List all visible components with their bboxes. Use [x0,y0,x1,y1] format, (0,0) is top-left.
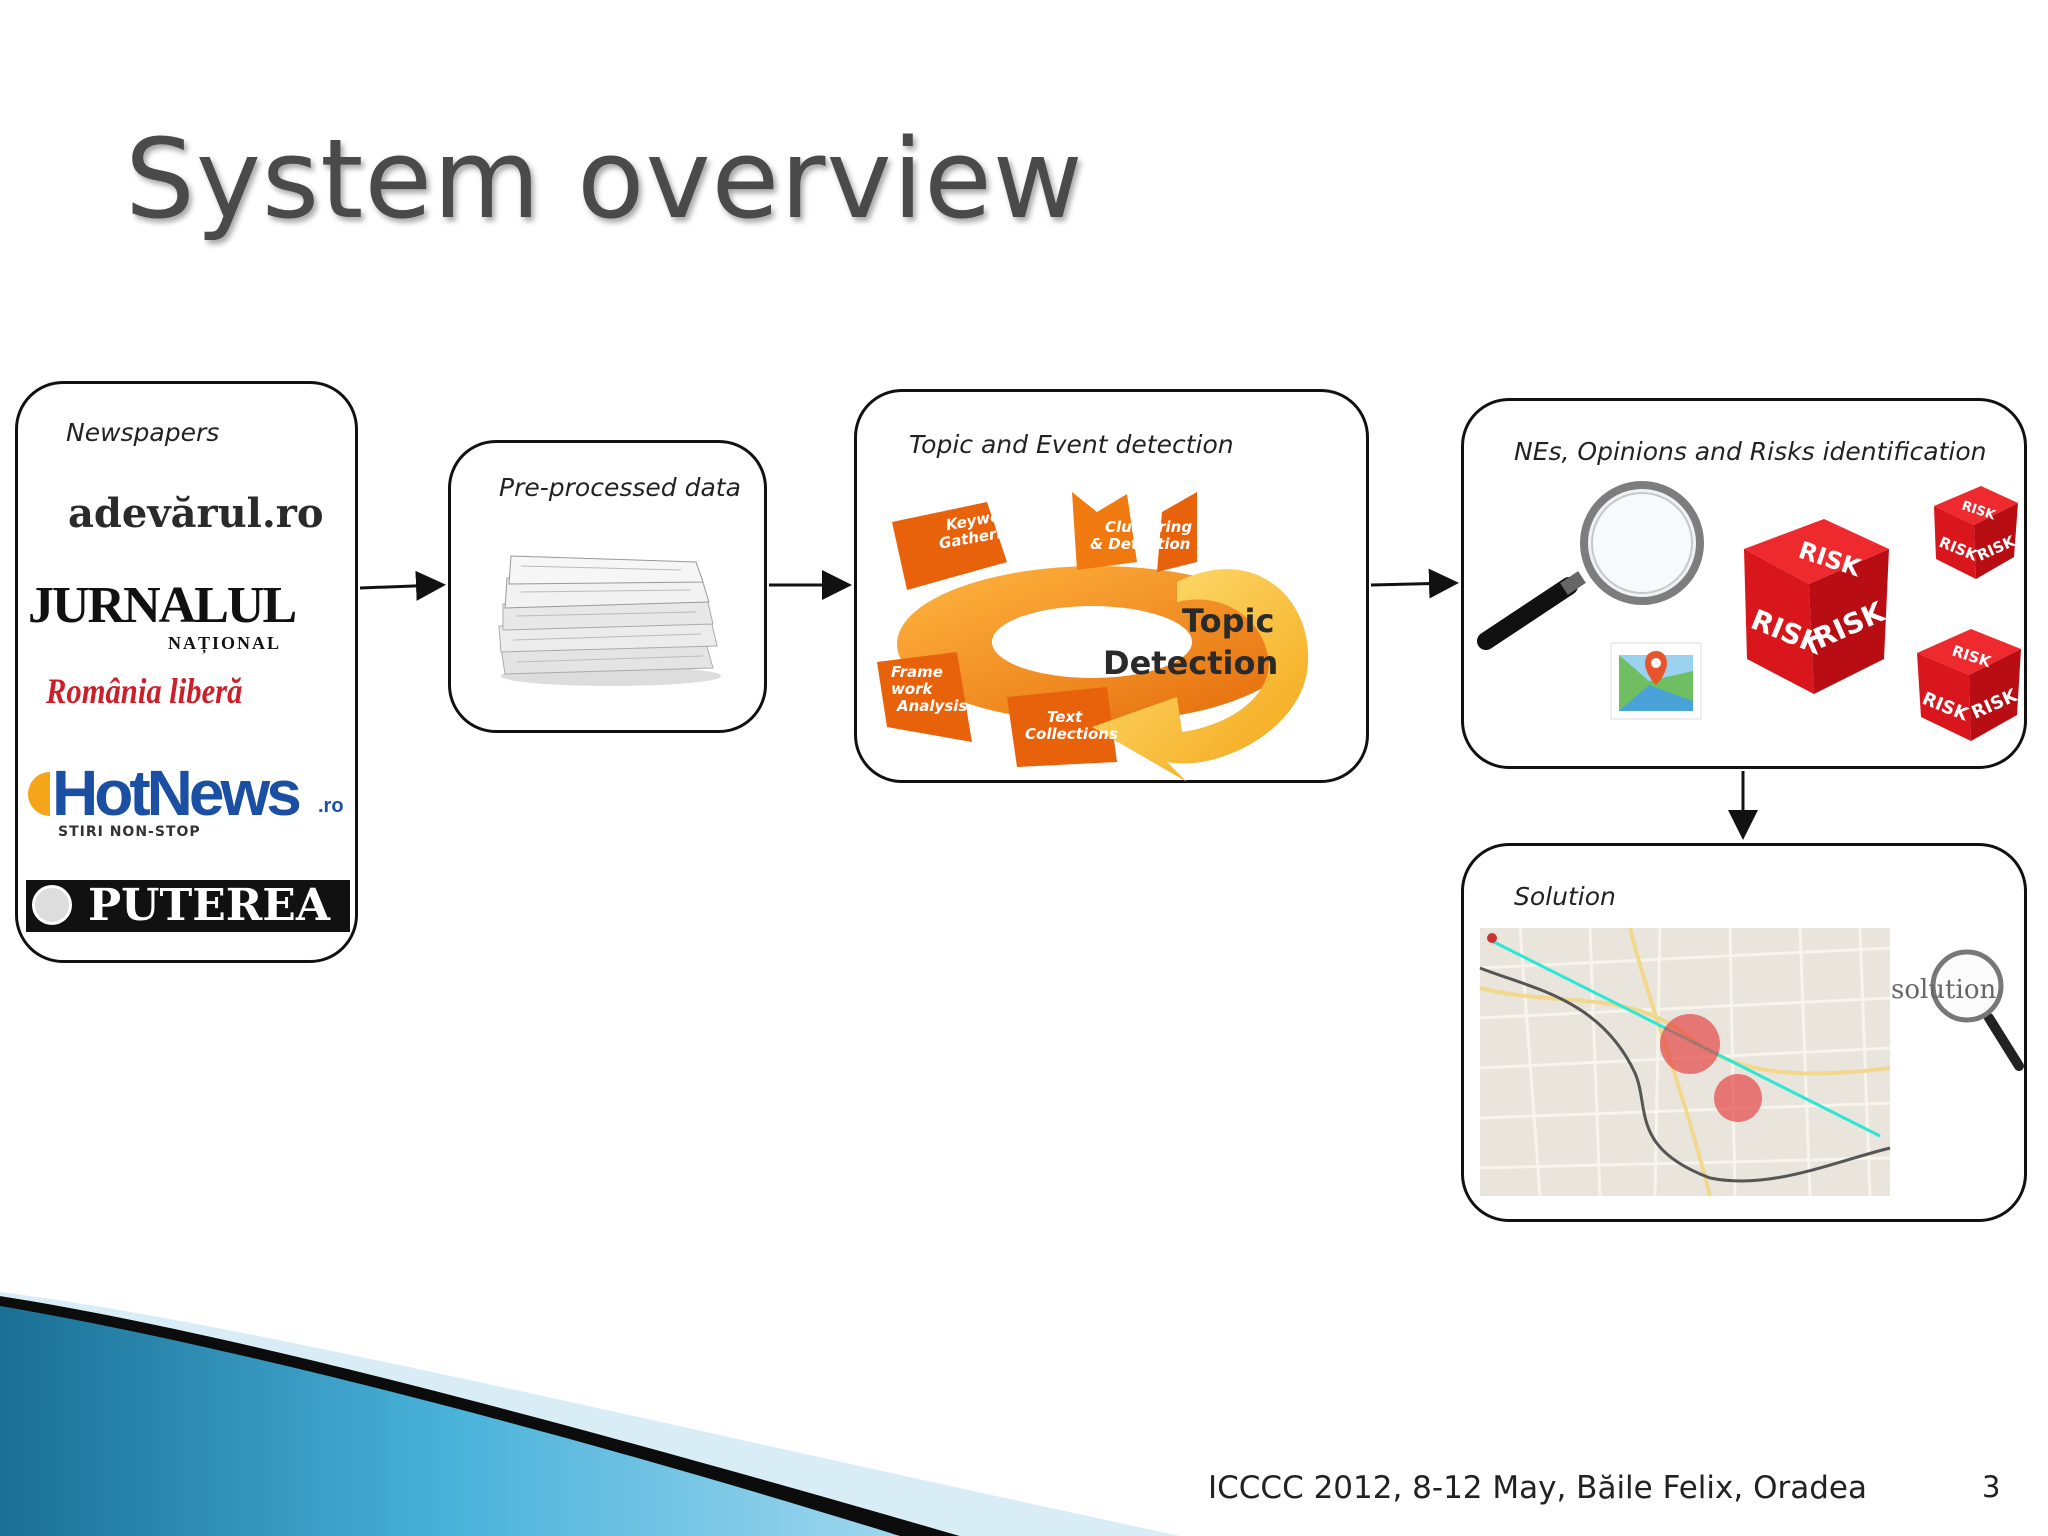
adevarul-logo: adevărul.ro [68,490,324,537]
slide-page-number: 3 [1982,1470,2001,1504]
risks-identification-label: NEs, Opinions and Risks identification [1514,437,1987,466]
risks-identification-box: NEs, Opinions and Risks identification R… [1461,398,2027,769]
topic-detection-box: Topic and Event detection KeywordGatheri… [854,389,1369,783]
hotnews-suffix: .ro [318,795,344,817]
segment-clustering-detection: Clustering& Detection [1090,518,1192,553]
arrow-newspapers-to-preprocessed [359,570,446,601]
romania-libera-logo: România liberă [46,671,243,711]
puterea-logo-badge [32,885,72,925]
slide-footer: ICCCC 2012, 8-12 May, Băile Felix, Orade… [1208,1470,1867,1506]
preprocessed-data-box: Pre-processed data [448,440,767,733]
solution-magnifier-icon: solution [1891,949,2024,1071]
topic-detection-label: Topic and Event detection [909,430,1234,459]
newspapers-label: Newspapers [66,418,220,447]
slide-title: System overview [125,115,1084,243]
risk-dice-small-top-icon: RISK RISK RISK [1934,486,2019,579]
risk-dice-small-bottom-icon: RISK RISK RISK [1917,629,2021,741]
city-map-image [1479,927,1891,1197]
arrow-topic-to-risks [1370,568,1459,599]
topic-detection-center-line2: Detection [1103,644,1278,682]
preprocessed-data-label: Pre-processed data [499,473,741,502]
hotnews-logo: HotNews [52,757,302,829]
solution-magnifier-text: solution [1891,975,1996,1005]
solution-label: Solution [1514,882,1616,911]
newspaper-stack-icon [498,555,721,686]
magnifier-icon [1477,481,1704,650]
jurnalul-logo: JURNALUL [28,577,297,634]
solution-box: Solution solution [1461,843,2027,1222]
jurnalul-sub-logo: NAȚIONAL [168,633,282,653]
puterea-logo: PUTEREA [88,880,330,931]
map-pin-icon [1610,642,1702,720]
hotnews-tagline: STIRI NON-STOP [58,824,201,840]
puterea-logo-bar [26,880,350,932]
hotnews-logo-mark [28,772,50,816]
topic-detection-cycle-graphic: KeywordGathering Clustering& Detection F… [877,492,1309,782]
newspapers-box: Newspapers adevărul.ro JURNALUL NAȚIONAL… [15,381,358,963]
topic-detection-center-line1: Topic [1182,602,1274,640]
risk-dice-large-icon: RISK RISK RISK [1744,519,1890,694]
